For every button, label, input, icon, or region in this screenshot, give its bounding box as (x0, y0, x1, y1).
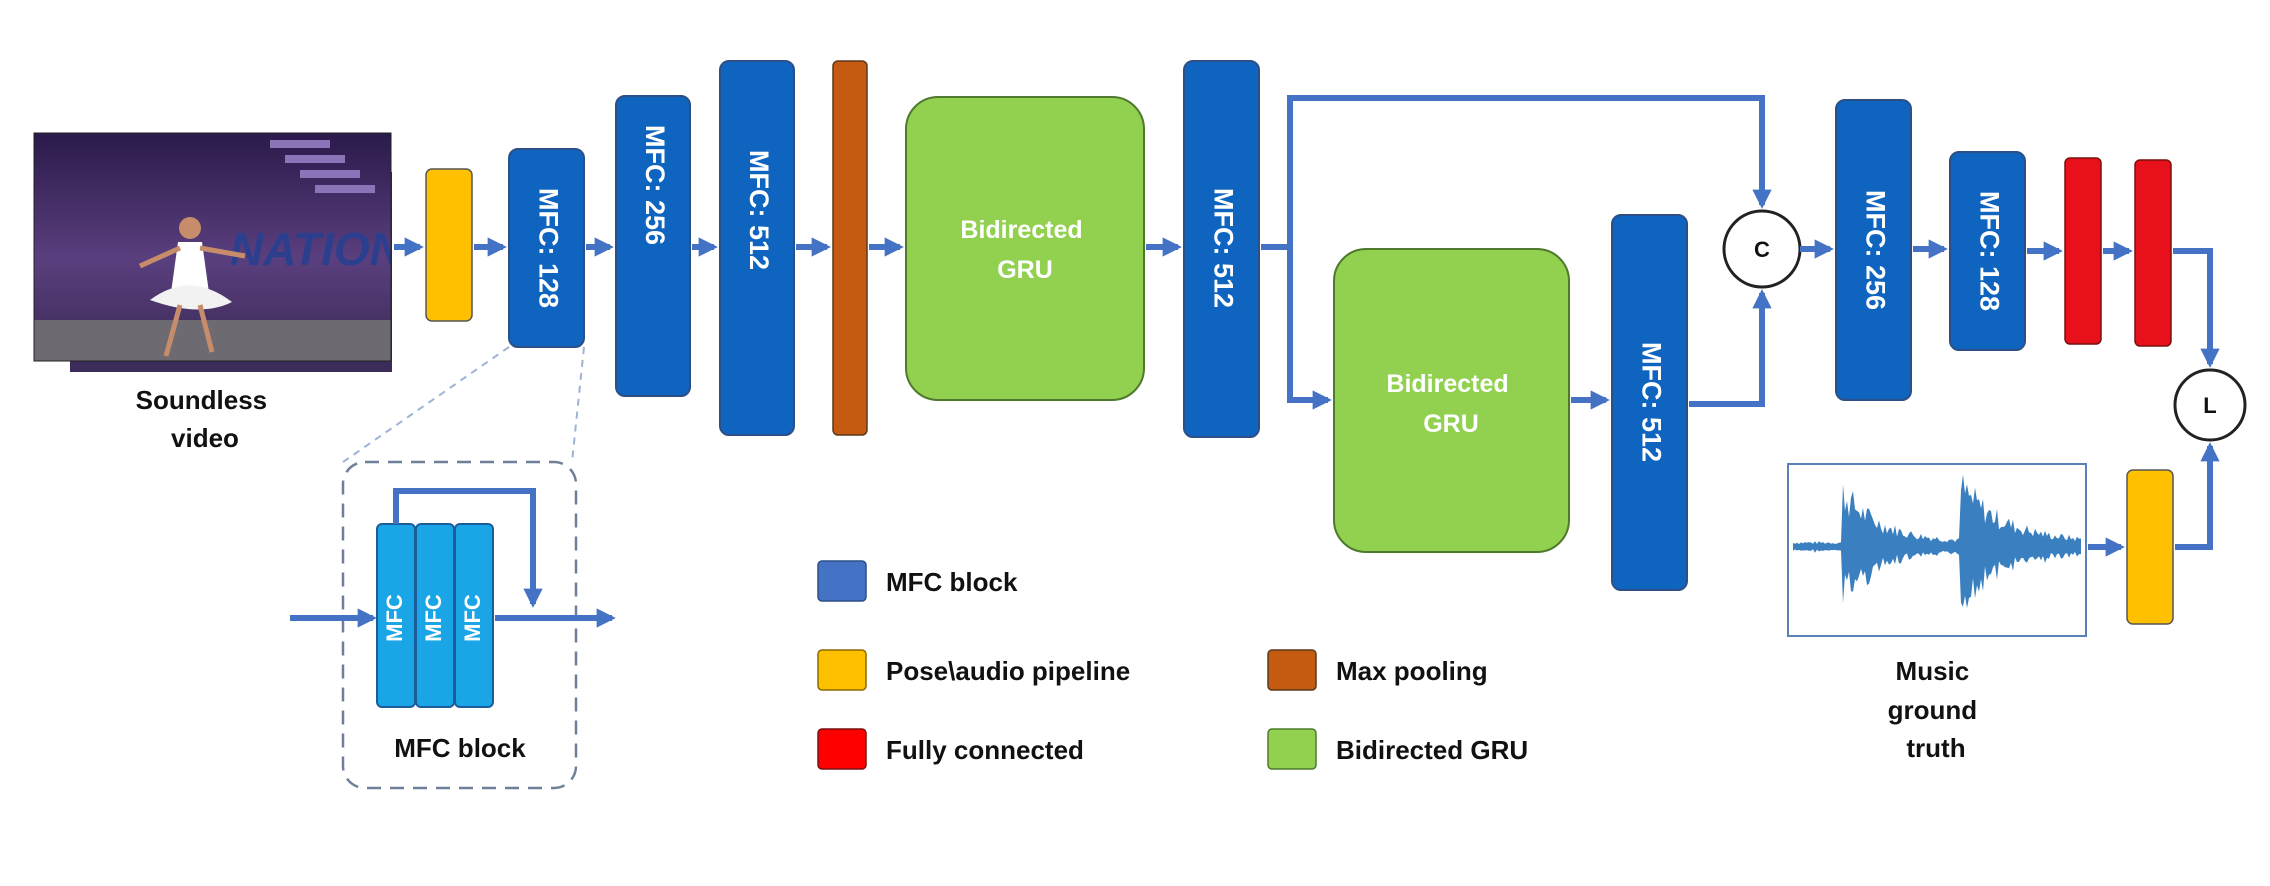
arrow-mfc512-to-gru2 (1261, 244, 1332, 410)
loss-node-label: L (2203, 393, 2216, 418)
gru-label-2: Bidirected GRU (1386, 370, 1515, 438)
legend-label-max-pooling: Max pooling (1336, 656, 1488, 686)
legend-label-mfc-block: MFC block (886, 567, 1018, 597)
mfc-128-block (508, 148, 585, 348)
mfc-512-label-2: MFC: 512 (1208, 188, 1238, 308)
mfc-512-block-3 (1611, 214, 1688, 591)
mfc-256-label-2: MFC: 256 (1860, 190, 1890, 310)
zoom-line-right (571, 346, 585, 463)
fully-connected-block-2 (2134, 159, 2172, 347)
connection-arrows (394, 95, 2220, 557)
mfc-512-label-3: MFC: 512 (1636, 342, 1666, 462)
bidirected-gru-block-1 (905, 96, 1145, 401)
arrow-pipeline-to-loss (2175, 442, 2220, 550)
audio-pipeline-block (2126, 469, 2174, 625)
ground-truth-caption: Music ground truth (1888, 656, 1985, 763)
inset-residual-arrow (393, 488, 543, 608)
video-frame-front: NATIONALS (34, 133, 495, 361)
input-video-stack: NATIONALS (33, 132, 495, 372)
inset-mfc-label-3: MFC (460, 594, 485, 642)
arrow-mfc512-to-concat (1689, 289, 1772, 407)
arrow-fc2-to-loss (2173, 248, 2220, 368)
legend-swatch-fully-connected (817, 728, 867, 770)
bidirected-gru-block-2 (1333, 248, 1570, 553)
legend-swatch-bidirected-gru (1267, 728, 1317, 770)
loss-node (2173, 368, 2247, 442)
mfc-512-label-1: MFC: 512 (744, 150, 774, 270)
mfc-128-label-2: MFC: 128 (1974, 191, 2004, 311)
inset-mfc-layer-3 (454, 523, 494, 708)
video-banner-text: NATIONALS (230, 223, 495, 275)
concat-node-label: C (1754, 237, 1770, 262)
inset-title: MFC block (394, 733, 526, 763)
legend-label-bidirected-gru: Bidirected GRU (1336, 735, 1528, 765)
pose-pipeline-block (425, 168, 473, 322)
dancer-figure (138, 217, 246, 357)
legend-swatch-max-pooling (1267, 649, 1317, 691)
audio-waveform (1793, 474, 2081, 609)
mfc-128-block-2 (1949, 151, 2026, 351)
fully-connected-block-1 (2064, 157, 2102, 345)
mfc-256-label: MFC: 256 (640, 125, 670, 245)
mfc-256-block (615, 95, 691, 397)
video-frame-border (33, 132, 392, 362)
legend-label-fully-connected: Fully connected (886, 735, 1084, 765)
mfc-256-block-2 (1835, 99, 1912, 401)
inset-mfc-label-2: MFC (421, 594, 446, 642)
legend-swatch-mfc-block (817, 560, 867, 602)
legend-label-pose-audio-pipeline: Pose\audio pipeline (886, 656, 1130, 686)
legend-swatch-pose-audio-pipeline (817, 649, 867, 691)
legend: MFC block Pose\audio pipeline Fully conn… (817, 560, 1528, 770)
inset-mfc-label-1: MFC (382, 594, 407, 642)
mfc-128-label: MFC: 128 (533, 188, 563, 308)
gru-label-1: Bidirected GRU (960, 216, 1089, 284)
mfc-512-block-1 (719, 60, 795, 436)
input-caption: Soundless video (136, 385, 275, 453)
max-pooling-block (832, 60, 868, 436)
mfc-512-block-2 (1183, 60, 1260, 438)
